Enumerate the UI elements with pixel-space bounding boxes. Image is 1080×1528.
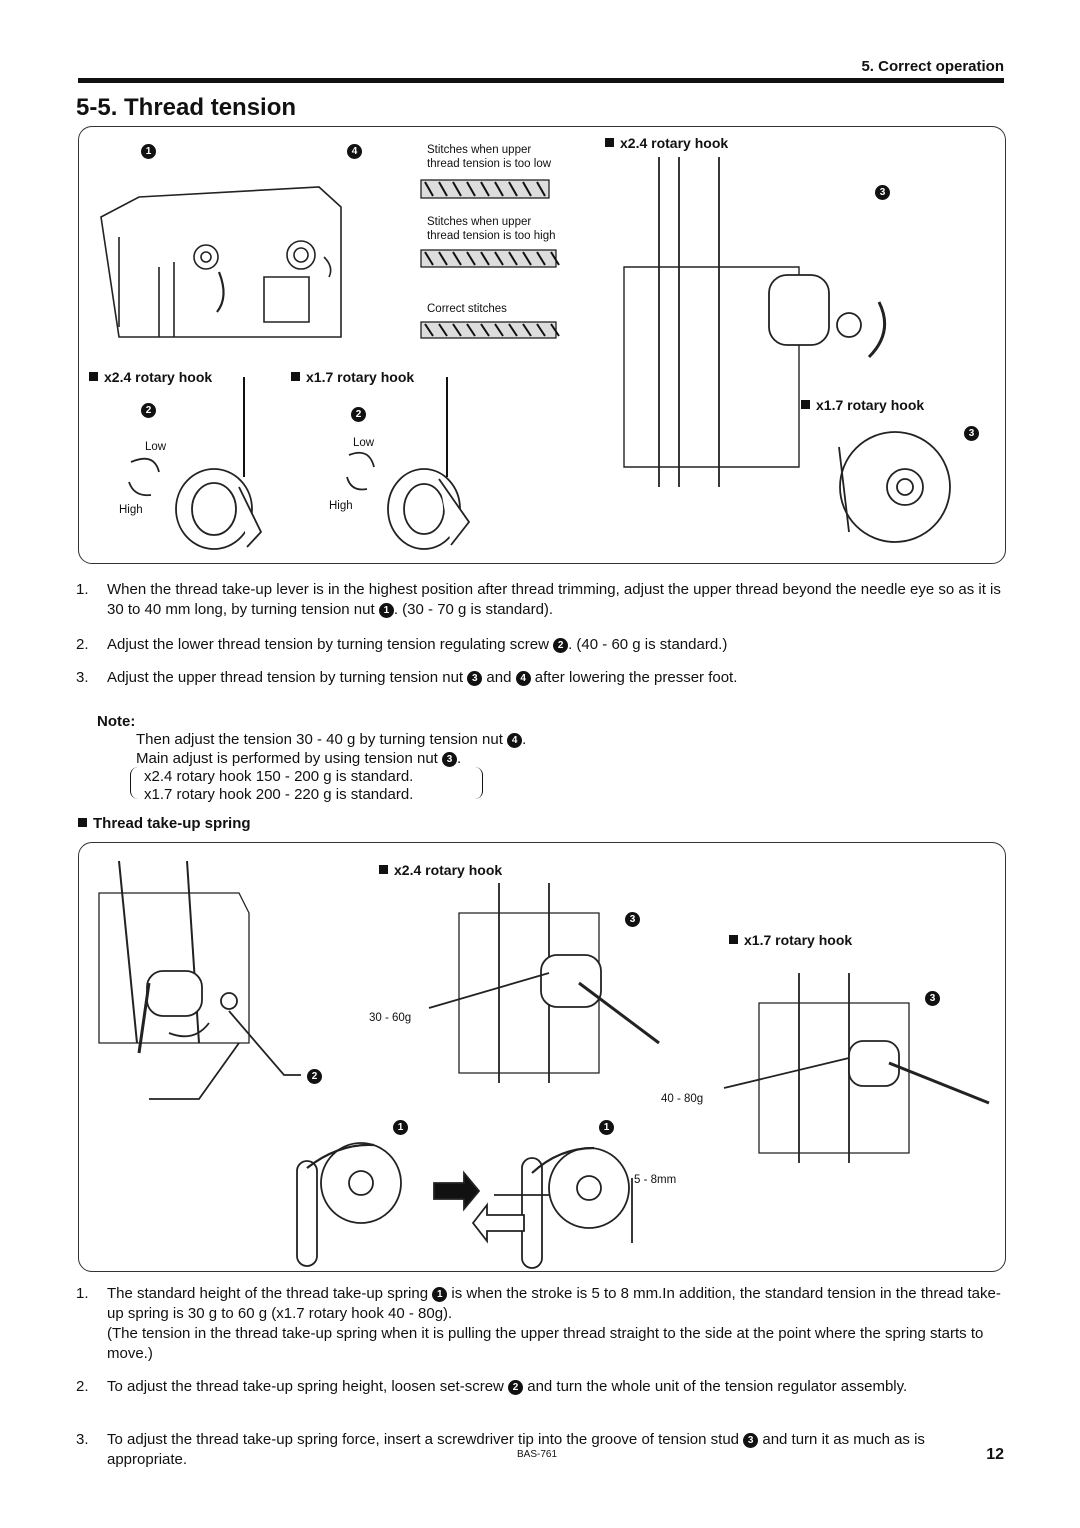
stitch-mark <box>438 181 448 197</box>
stitch-caption-low-line1: Stitches when upper <box>427 144 532 156</box>
callout-2-spring: 2 <box>307 1069 322 1084</box>
label-x24-left: x2.4 rotary hook <box>89 369 212 385</box>
stitch-mark <box>536 251 546 266</box>
tension-illustration <box>100 157 951 550</box>
header-rule <box>78 78 1004 83</box>
step-number: 2. <box>76 636 89 653</box>
step-text: To adjust the thread take-up spring forc… <box>107 1431 925 1468</box>
machine-head-drawing <box>100 186 342 338</box>
stitch-mark <box>522 251 532 266</box>
stitch-mark <box>452 251 462 266</box>
label-x17-spring: x1.7 rotary hook <box>729 932 852 948</box>
high-label-x17: High <box>329 500 353 512</box>
stitch-caption-high-line1: Stitches when upper <box>427 216 532 228</box>
step-number: 3. <box>76 1431 89 1448</box>
stitch-mark <box>494 251 504 266</box>
step-number: 1. <box>76 1285 89 1302</box>
model-number: BAS-761 <box>517 1449 558 1460</box>
step-number: 1. <box>76 581 89 598</box>
stitch-mark <box>452 323 462 337</box>
low-label-x17: Low <box>353 437 375 449</box>
subheading-take-up-spring: Thread take-up spring <box>78 815 251 832</box>
stitch-mark <box>494 181 504 197</box>
note-line3: x2.4 rotary hook 150 - 200 g is standard… <box>144 768 414 785</box>
note-heading: Note: <box>97 713 136 730</box>
label-x17-left: x1.7 rotary hook <box>291 369 414 385</box>
stitch-mark <box>494 323 504 337</box>
callout-2-x24: 2 <box>141 403 156 418</box>
note-bracket-left <box>130 767 139 799</box>
callout-3-spring-x17: 3 <box>925 991 940 1006</box>
step-number: 3. <box>76 669 89 686</box>
note-bracket-right <box>474 767 483 799</box>
label-x24-right: x2.4 rotary hook <box>605 135 728 151</box>
callout-3-x17: 3 <box>964 426 979 441</box>
callout-1-spring-right: 1 <box>599 1120 614 1135</box>
stitch-mark <box>424 251 434 266</box>
stitch-mark <box>522 181 532 197</box>
stitch-caption-correct: Correct stitches <box>427 303 507 315</box>
stitch-mark <box>438 251 448 266</box>
figure-panel-tension: Stitches when upper thread tension is to… <box>78 126 1006 564</box>
note-line1: Then adjust the tension 30 - 40 g by tur… <box>136 731 527 748</box>
stitch-caption-high: Stitches when upper thread tension is to… <box>427 215 556 243</box>
step-text: Adjust the lower thread tension by turni… <box>107 636 728 653</box>
force-label-x24: 30 - 60g <box>369 1012 412 1024</box>
figure-panel-take-up-spring: x2.4 rotary hook x1.7 rotary hook 30 - 6… <box>78 842 1006 1272</box>
force-label-x17: 40 - 80g <box>661 1093 704 1105</box>
note-line2: Main adjust is performed by using tensio… <box>136 750 462 767</box>
stitch-caption-high-line2: thread tension is too high <box>427 230 556 242</box>
step-text: To adjust the thread take-up spring heig… <box>107 1378 908 1395</box>
step-number: 2. <box>76 1378 89 1395</box>
stitch-mark <box>424 323 434 337</box>
stroke-label: 5 - 8mm <box>634 1174 677 1186</box>
callout-1-spring-left: 1 <box>393 1120 408 1135</box>
stitch-mark <box>466 251 476 266</box>
stitch-mark <box>508 323 518 337</box>
callout-4: 4 <box>347 144 362 159</box>
stitch-mark <box>536 323 546 337</box>
stitch-mark <box>452 181 462 197</box>
high-label-x24: High <box>119 504 143 516</box>
stitch-mark <box>466 181 476 197</box>
stitch-mark <box>522 323 532 337</box>
callout-3-x24: 3 <box>875 185 890 200</box>
tension-assembly-drawing <box>623 157 951 543</box>
stitch-mark <box>438 323 448 337</box>
section-header: 5. Correct operation <box>861 58 1004 75</box>
step-text: The standard height of the thread take-u… <box>107 1284 1005 1364</box>
page-number: 12 <box>986 1446 1004 1463</box>
stitch-mark <box>480 323 490 337</box>
stitch-mark <box>536 181 546 197</box>
label-x17-right: x1.7 rotary hook <box>801 397 924 413</box>
callout-2-x17: 2 <box>351 407 366 422</box>
step-text: Adjust the upper thread tension by turni… <box>107 669 738 686</box>
stitch-mark <box>480 251 490 266</box>
callout-3-spring-x24: 3 <box>625 912 640 927</box>
stitch-mark <box>508 181 518 197</box>
stitch-mark <box>550 323 560 337</box>
stitch-mark <box>550 251 560 266</box>
page-title: 5-5. Thread tension <box>76 94 297 121</box>
stitch-mark <box>480 181 490 197</box>
stitch-caption-low: Stitches when upper thread tension is to… <box>427 143 551 171</box>
note-line4: x1.7 rotary hook 200 - 220 g is standard… <box>144 786 414 803</box>
stitch-mark <box>508 251 518 266</box>
stitch-mark <box>424 181 434 197</box>
step-text: When the thread take-up lever is in the … <box>107 581 1001 618</box>
low-label-x24: Low <box>145 441 167 453</box>
stitch-caption-low-line2: thread tension is too low <box>427 158 552 170</box>
step-extra-text: (The tension in the thread take-up sprin… <box>107 1325 984 1362</box>
stitch-mark <box>466 323 476 337</box>
label-x24-spring: x2.4 rotary hook <box>379 862 502 878</box>
take-up-spring-illustration <box>98 860 990 1269</box>
callout-1: 1 <box>141 144 156 159</box>
bobbin-case-drawings <box>128 451 471 550</box>
